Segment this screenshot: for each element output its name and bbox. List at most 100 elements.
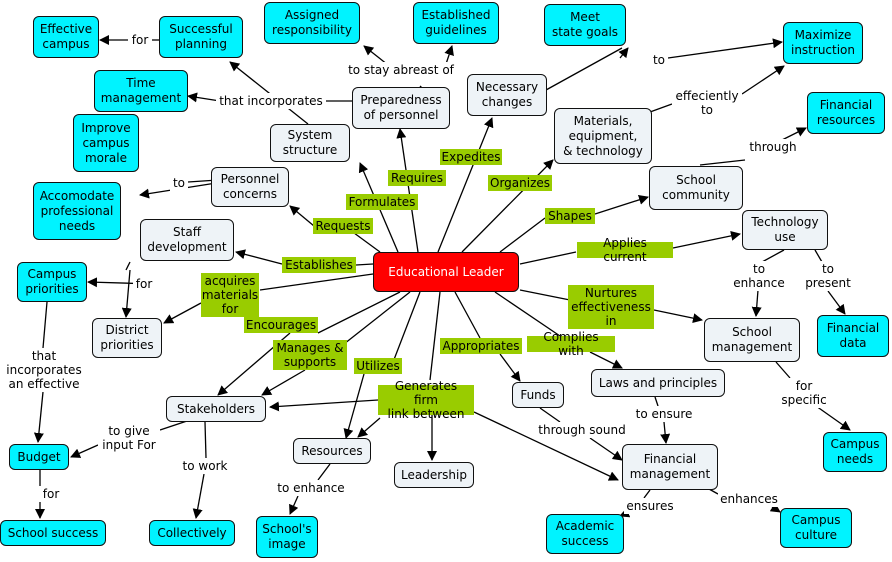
connector-line [815, 405, 851, 431]
node-campus-needs[interactable]: Campus needs [823, 432, 887, 472]
connector-line [539, 407, 561, 423]
node-assigned-responsibility[interactable]: Assigned responsibility [264, 2, 360, 44]
node-technology-use[interactable]: Technology use [742, 210, 828, 250]
connector-line [649, 103, 673, 113]
link-label-applies-current: Applies current [577, 236, 673, 264]
connector-line [594, 194, 649, 215]
connector-line [499, 217, 546, 253]
node-campus-priorities[interactable]: Campus priorities [17, 262, 87, 302]
node-schools-image[interactable]: School's image [256, 516, 318, 558]
link-label-for: for [133, 276, 155, 292]
connector-line [751, 289, 762, 317]
node-financial-management[interactable]: Financial management [622, 444, 718, 490]
connector-line [473, 411, 619, 481]
connector-line [775, 361, 791, 379]
node-improve-campus-morale[interactable]: Improve campus morale [73, 114, 139, 172]
node-educational-leader[interactable]: Educational Leader [373, 252, 519, 292]
connector-line [454, 291, 481, 339]
connector-line [741, 65, 785, 95]
link-label-for: for [128, 32, 152, 48]
node-successful-planning[interactable]: Successful planning [159, 16, 243, 58]
node-accomodate-professional-needs[interactable]: Accomodate professional needs [33, 182, 121, 240]
node-laws-principles[interactable]: Laws and principles [591, 369, 725, 397]
connector-line [235, 249, 283, 265]
node-campus-culture[interactable]: Campus culture [780, 508, 852, 548]
link-label-shapes: Shapes [545, 208, 595, 224]
link-label-to-enhance: to enhance [274, 480, 348, 496]
connector-line [389, 291, 421, 371]
node-school-community[interactable]: School community [649, 166, 743, 210]
link-label-acquires-materials: acquires materials for [201, 273, 259, 317]
node-staff-development[interactable]: Staff development [140, 219, 234, 261]
connector-line [545, 47, 623, 91]
connector-line [589, 437, 623, 461]
link-label-effeciently-to: effeciently to [672, 88, 742, 118]
connector-line [261, 369, 306, 396]
connector-line [653, 309, 703, 324]
connector-line [643, 489, 651, 499]
node-necessary-changes[interactable]: Necessary changes [467, 74, 547, 116]
node-academic-success[interactable]: Academic success [546, 514, 624, 554]
connector-line [355, 263, 374, 266]
link-label-generates-link: Generates firm link between [378, 379, 474, 421]
connector-line [814, 249, 823, 263]
node-financial-data[interactable]: Financial data [817, 315, 889, 357]
link-label-to: to [650, 52, 668, 68]
node-materials-equipment[interactable]: Materials, equipment, & technology [554, 108, 652, 164]
node-stakeholders[interactable]: Stakeholders [166, 396, 266, 422]
connector-line [396, 128, 419, 253]
connector-line [461, 159, 554, 253]
link-label-expedites: Expedites [440, 149, 502, 165]
connector-line [163, 302, 202, 324]
connector-line [699, 159, 746, 166]
node-budget[interactable]: Budget [9, 444, 69, 470]
connector-line [33, 391, 44, 443]
connector-line [429, 291, 441, 381]
link-label-establishes: Establishes [282, 257, 356, 273]
link-label-enhances: enhances [718, 491, 780, 507]
node-funds[interactable]: Funds [512, 382, 564, 408]
connector-line [125, 261, 131, 271]
connector-line [70, 444, 99, 458]
link-label-to-stay-abreast: to stay abreast of [345, 62, 457, 78]
node-effective-campus[interactable]: Effective campus [33, 16, 99, 58]
node-time-management[interactable]: Time management [94, 70, 188, 112]
node-school-success[interactable]: School success [0, 520, 106, 546]
connector-line [499, 353, 521, 382]
link-label-through-sound: through sound [534, 422, 630, 438]
link-label-manages-supports: Manages & supports [273, 340, 347, 370]
connector-line [187, 92, 221, 103]
link-label-formulates: Formulates [346, 194, 418, 210]
link-label-to-present: to present [804, 261, 852, 291]
link-label-that-incorporates-effective: that incorporates an effective [4, 348, 84, 392]
connector-line [259, 273, 374, 291]
node-system-structure[interactable]: System structure [270, 124, 350, 162]
link-label-to-work: to work [179, 458, 231, 474]
connector-line [269, 399, 379, 412]
connector-line [660, 421, 671, 444]
connector-line [519, 289, 571, 301]
connector-line [589, 351, 623, 369]
node-resources[interactable]: Resources [293, 438, 371, 464]
node-school-management[interactable]: School management [704, 318, 800, 362]
connector-line [289, 495, 299, 515]
connector-line [437, 117, 494, 253]
node-maximize-instruction[interactable]: Maximize instruction [783, 22, 863, 64]
node-district-priorities[interactable]: District priorities [92, 318, 162, 358]
connector-line [667, 38, 783, 59]
connector-line [357, 417, 381, 438]
connector-line [519, 251, 577, 265]
node-financial-resources[interactable]: Financial resources [807, 92, 885, 134]
node-personnel-concerns[interactable]: Personnel concerns [211, 167, 289, 207]
node-established-guidelines[interactable]: Established guidelines [413, 2, 499, 44]
node-preparedness-personnel[interactable]: Preparedness of personnel [352, 87, 450, 129]
node-leadership[interactable]: Leadership [394, 462, 474, 488]
link-label-utilizes: Utilizes [354, 358, 402, 374]
link-label-requests: Requests [313, 218, 373, 234]
connector-line [42, 301, 48, 349]
node-meet-state-goals[interactable]: Meet state goals [544, 4, 626, 46]
node-collectively[interactable]: Collectively [149, 520, 235, 546]
connector-line [672, 230, 741, 249]
link-label-appropriates: Appropriates [440, 338, 522, 354]
